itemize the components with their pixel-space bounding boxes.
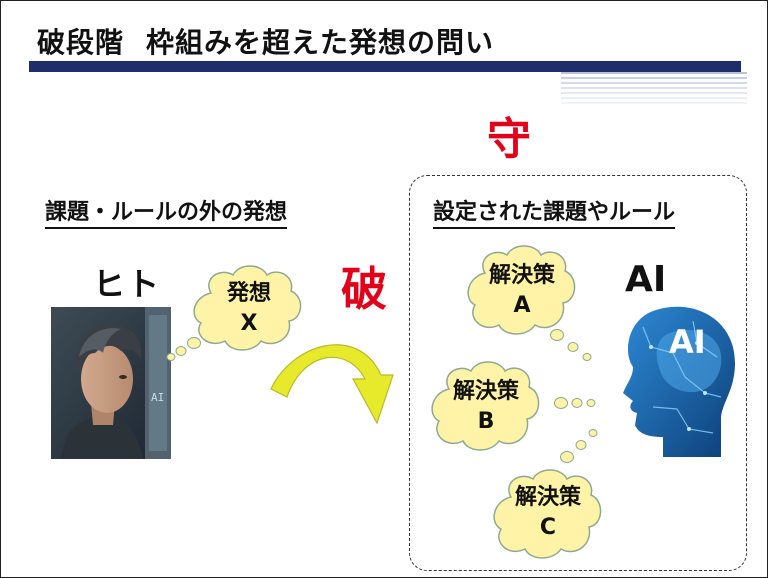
ha-label: 破 (341, 262, 387, 316)
solution-cloud-a (467, 245, 576, 335)
ai-head-image (623, 306, 735, 457)
title-decoration-stripes (561, 72, 747, 104)
ai-thought-dots-a (550, 329, 592, 361)
solution-cloud-b (431, 361, 540, 451)
human-idea-text: 発想 X (209, 279, 289, 339)
solution-a-text: 解決策 A (476, 261, 568, 321)
rules-frame (409, 175, 747, 571)
right-heading: 設定された課題やルール (433, 194, 676, 229)
curved-arrow (270, 344, 394, 425)
human-idea-line2: X (240, 311, 258, 336)
solution-cloud-c (493, 469, 602, 559)
human-photo (51, 307, 171, 459)
ai-thought-dots-c (560, 429, 598, 463)
title-stage: 破段階 (37, 26, 125, 59)
solution-b-line2: B (477, 409, 495, 434)
human-idea-line1: 発想 (226, 281, 271, 306)
solution-c-text: 解決策 C (502, 483, 594, 543)
solution-c-line2: C (539, 515, 557, 540)
ai-label: AI (625, 259, 667, 300)
solution-b-line1: 解決策 (452, 379, 519, 404)
ai-thought-dots-b (554, 397, 596, 409)
ai-head-text: AI (669, 323, 706, 361)
slide-title: 破段階枠組みを超えた発想の問い (37, 21, 494, 61)
solution-b-text: 解決策 B (440, 377, 532, 437)
solution-a-line2: A (513, 293, 531, 318)
title-question: 枠組みを超えた発想の問い (146, 26, 495, 59)
solution-a-line1: 解決策 (488, 263, 555, 288)
left-heading: 課題・ルールの外の発想 (45, 194, 288, 229)
human-thought-dots (166, 337, 201, 361)
photo-side-label: AI (151, 391, 165, 404)
mamoru-label: 守 (487, 114, 531, 165)
human-idea-cloud (193, 265, 302, 351)
human-label: ヒト (93, 265, 162, 303)
solution-c-line1: 解決策 (514, 485, 581, 510)
title-bar (29, 61, 741, 72)
